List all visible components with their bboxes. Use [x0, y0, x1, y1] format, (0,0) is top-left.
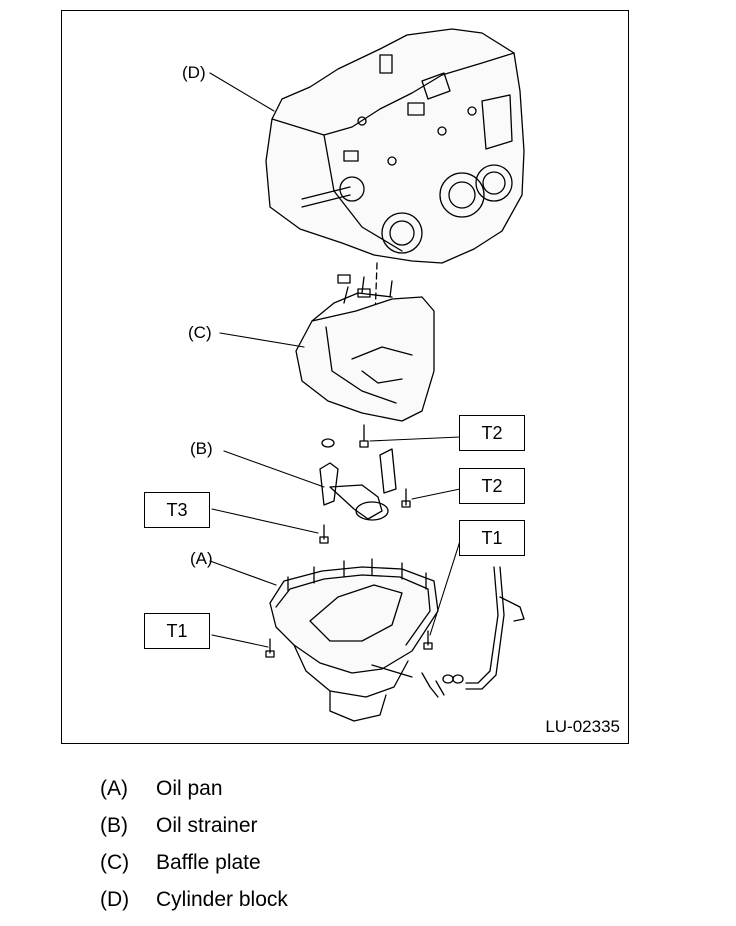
torque-label: T3 [166, 499, 188, 520]
oil-level-gauge-guide-drawing [442, 566, 525, 690]
torque-box-t2-upper: T2 [459, 415, 525, 451]
bolt-t1-left [265, 638, 275, 658]
torque-box-t3: T3 [144, 492, 210, 528]
torque-label: T2 [481, 422, 503, 443]
legend-key: (D) [100, 887, 130, 911]
torque-box-t1-left: T1 [144, 613, 210, 649]
torque-box-t1-right: T1 [459, 520, 525, 556]
parts-legend: (A) Oil pan (B) Oil strainer (C) Baffle … [100, 770, 288, 918]
exploded-view-figure: (D) (C) (B) (A) T2 T2 T3 T1 T1 LU-02335 [61, 10, 629, 744]
legend-key: (C) [100, 850, 130, 874]
cylinder-block-drawing [265, 28, 525, 264]
bolt-t2-upper [359, 424, 369, 448]
bolt-t1-right [423, 630, 433, 650]
legend-row: (D) Cylinder block [100, 881, 288, 918]
leader-lines [209, 72, 461, 648]
bolt-t3 [319, 524, 329, 544]
torque-label: T1 [481, 527, 503, 548]
legend-row: (B) Oil strainer [100, 807, 288, 844]
legend-key: (A) [100, 776, 128, 800]
legend-label: Oil strainer [156, 813, 258, 837]
legend-key: (B) [100, 813, 128, 837]
legend-row: (A) Oil pan [100, 770, 288, 807]
legend-label: Baffle plate [156, 850, 261, 874]
torque-box-t2-lower: T2 [459, 468, 525, 504]
exploded-view-drawing [209, 28, 525, 722]
baffle-plate-drawing [295, 274, 435, 422]
figure-code: LU-02335 [545, 717, 620, 736]
callout-c: (C) [188, 323, 212, 342]
legend-row: (C) Baffle plate [100, 844, 288, 881]
torque-label: T1 [166, 620, 188, 641]
callout-d: (D) [182, 63, 206, 82]
bolt-t2-lower [401, 488, 411, 508]
callout-b: (B) [190, 439, 213, 458]
oil-pan-drawing [269, 558, 445, 722]
torque-label: T2 [481, 475, 503, 496]
callout-a: (A) [190, 549, 213, 568]
legend-label: Cylinder block [156, 887, 288, 911]
o-ring [321, 438, 335, 448]
legend-label: Oil pan [156, 776, 223, 800]
oil-strainer-drawing [319, 448, 397, 521]
